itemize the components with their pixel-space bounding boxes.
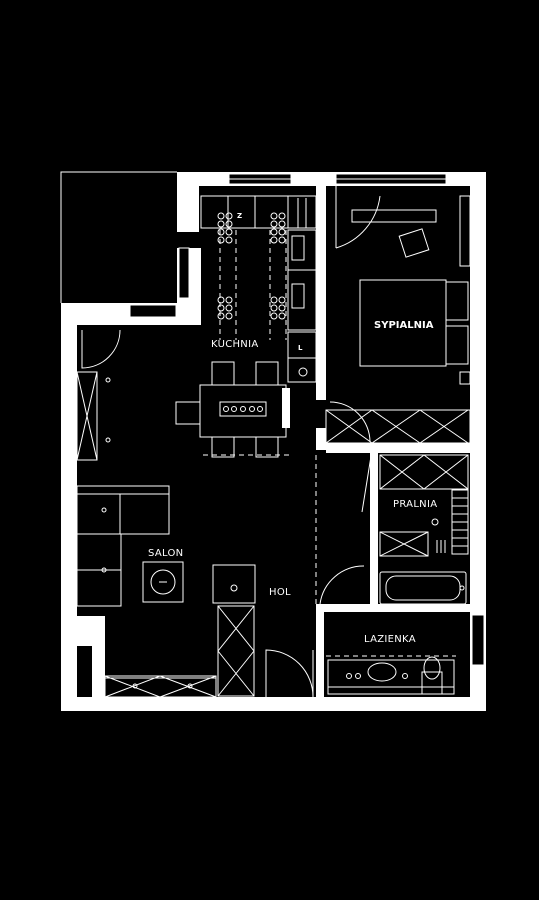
windows xyxy=(129,173,485,666)
laundry-fixtures xyxy=(361,449,469,604)
laundry-label: PRALNIA xyxy=(393,499,437,510)
bedroom-fixtures xyxy=(325,186,471,444)
bedroom-label-bg xyxy=(372,316,434,332)
kitchen-label: KUCHNIA xyxy=(211,339,258,350)
living-fixtures xyxy=(76,329,217,698)
living-label: SALON xyxy=(148,548,183,559)
room-labels: KUCHNIA SYPIALNIA PRALNIA SALON HOL LAZI… xyxy=(148,212,437,645)
hall-label: HOL xyxy=(269,587,291,598)
hall-fixtures xyxy=(212,455,317,698)
bathroom-label: LAZIENKA xyxy=(364,634,416,645)
bathroom-fixtures xyxy=(319,565,467,695)
marker-l: L xyxy=(298,344,303,352)
interior-walls xyxy=(77,186,470,697)
bedroom-label: SYPIALNIA xyxy=(374,320,434,331)
kitchen-fixtures xyxy=(175,195,317,458)
marker-z: Z xyxy=(237,212,242,220)
